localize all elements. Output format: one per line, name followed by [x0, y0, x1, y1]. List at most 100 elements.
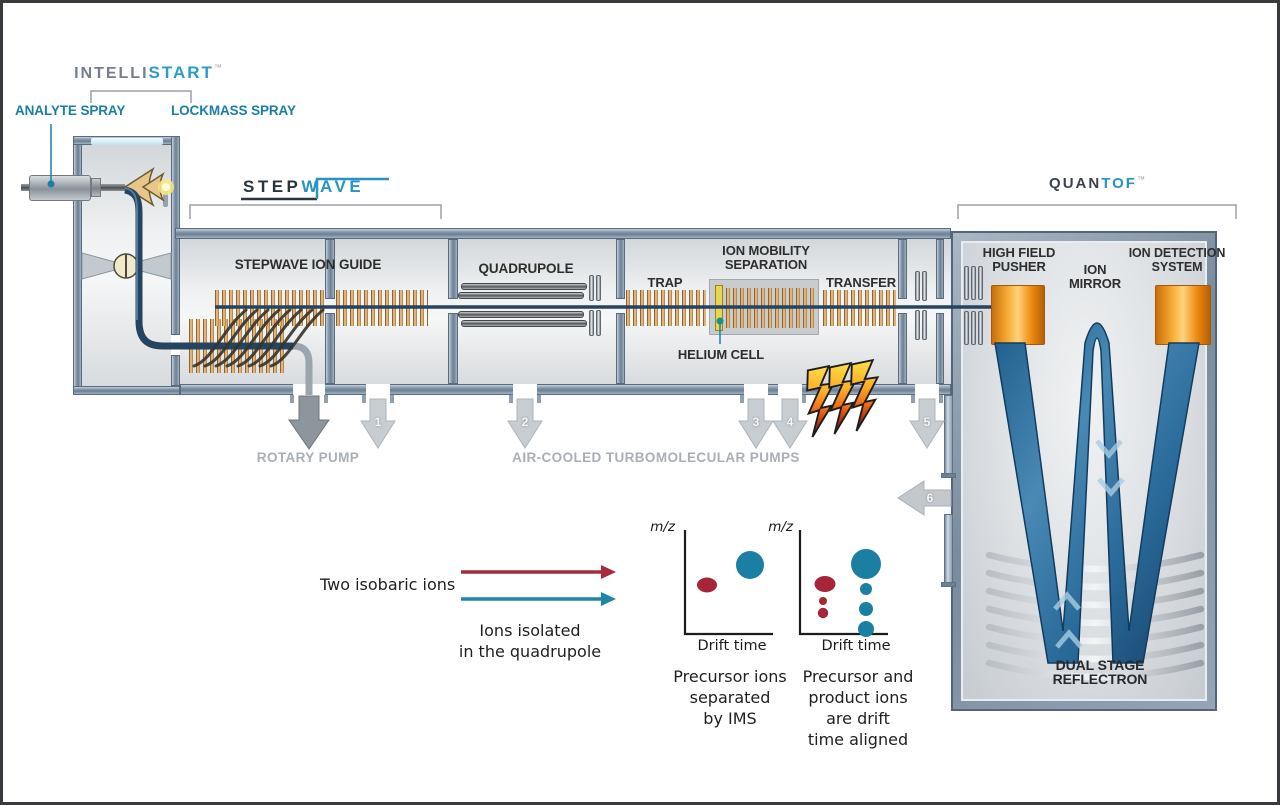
lens-bar: [978, 311, 983, 345]
port-lip: [537, 395, 541, 403]
sample-probe-cylinder: [29, 175, 91, 201]
lens-bar: [922, 310, 927, 340]
ion-mobility-label: ION MOBILITY SEPARATION: [722, 243, 810, 272]
divider-1-top: [325, 239, 335, 299]
divider-4-top: [898, 239, 907, 299]
intellistart-logo: INTELLISTART™: [74, 63, 222, 83]
lens-bar: [915, 310, 920, 340]
product-teal-point: [858, 621, 874, 637]
main-wall-top: [175, 228, 951, 239]
lens-bar: [964, 266, 969, 300]
pump-number-5: 5: [923, 415, 931, 429]
source-vent-slot: [91, 138, 163, 145]
port-lip: [740, 395, 744, 403]
trademark-mark: ™: [1136, 175, 1145, 184]
pump-number-2: 2: [521, 415, 529, 429]
pump-arrow-6: [897, 480, 952, 516]
divider-2-top: [448, 239, 458, 299]
port-3: [744, 384, 768, 395]
lens-bar: [971, 266, 976, 300]
quantof-logo-post: TOF: [1101, 175, 1137, 192]
transfer-label: TRANSFER: [826, 275, 896, 290]
precursor-red-point: [697, 577, 717, 593]
plot-drift-aligned: [798, 530, 888, 637]
quadrupole-rod: [461, 320, 587, 327]
lens-bar: [971, 311, 976, 345]
source-wall-bottom: [73, 386, 180, 395]
divider-1-bottom: [325, 313, 335, 384]
precursor-teal-point: [736, 551, 764, 579]
pump-pipe-lower: [944, 514, 953, 586]
trap-comb: [626, 290, 706, 326]
helium-cell-bar: [715, 285, 723, 331]
ims-comb: [726, 288, 816, 328]
lens-bar: [922, 271, 927, 301]
lens-bar: [596, 275, 601, 301]
ion-detection-label: ION DETECTION SYSTEM: [1128, 246, 1226, 274]
pump-number-1: 1: [374, 415, 382, 429]
quantof-logo-pre: QUAN: [1049, 175, 1102, 192]
drift-time-axis-label: Drift time: [821, 638, 891, 654]
stepwave-logo-pre: STEP: [243, 177, 302, 196]
divider-5-bottom: [936, 313, 944, 384]
lens-bar: [964, 311, 969, 345]
lens-bar: [596, 310, 601, 336]
stepwave-ion-guide-label: STEPWAVE ION GUIDE: [234, 257, 382, 272]
high-field-pusher-block: [991, 285, 1045, 345]
ion-guide-comb-2: [336, 290, 428, 326]
port-lip: [939, 395, 943, 403]
port-lip: [324, 395, 328, 403]
quantof-logo: QUANTOF™: [1049, 175, 1145, 193]
reflectron-label: DUAL STAGE REFLECTRON: [1052, 657, 1148, 687]
precursor-teal-point: [851, 549, 881, 579]
port-lip: [362, 395, 366, 403]
transfer-comb: [823, 290, 896, 326]
quadrupole-label: QUADRUPOLE: [478, 261, 574, 276]
pump-number-3: 3: [752, 415, 760, 429]
intellistart-logo-post: START: [148, 63, 214, 82]
lens-bar: [589, 275, 594, 301]
lockmass-spray-label: LOCKMASS SPRAY: [171, 103, 296, 118]
mz-axis-label: m/z: [650, 519, 675, 535]
port-rotary: [293, 384, 325, 395]
source-wall-right-lower: [171, 355, 180, 386]
stepwave-bracket: [189, 204, 442, 219]
lens-bar: [589, 310, 594, 336]
mz-axis-label: m/z: [768, 519, 793, 535]
ion-mirror-label: ION MIRROR: [1068, 262, 1122, 291]
sample-probe-flange: [91, 178, 101, 197]
drift-time-axis-label: Drift time: [697, 638, 767, 654]
plot-ims-separation: [683, 530, 773, 636]
turbo-pumps-label: AIR-COOLED TURBOMOLECULAR PUMPS: [512, 450, 800, 465]
port-1: [366, 384, 390, 395]
lens-bar: [978, 266, 983, 300]
intellistart-bracket: [90, 90, 192, 103]
product-teal-point: [859, 602, 873, 616]
high-field-pusher-label: HIGH FIELD PUSHER: [982, 245, 1056, 274]
port-lip: [290, 395, 294, 403]
isobaric-red-arrow: [461, 565, 616, 579]
stepwave-logo-post: WAVE: [301, 177, 365, 196]
stepwave-lower-comb: [189, 319, 285, 373]
two-isobaric-ions-label: Two isobaric ions: [320, 575, 456, 594]
pump-number-6: 6: [926, 491, 934, 505]
pump-pipe-cap: [941, 582, 956, 587]
port-2: [513, 384, 537, 395]
divider-5-top: [936, 239, 944, 299]
plot-right-caption: Precursor and product ions are drift tim…: [802, 667, 914, 749]
precursor-red-point: [814, 576, 836, 592]
quadrupole-rod: [461, 283, 587, 290]
rotary-pump-arrow: [288, 395, 330, 450]
source-door-handle: [163, 183, 168, 207]
trap-label: TRAP: [647, 275, 683, 290]
stepwave-logo: STEPWAVE: [243, 177, 364, 197]
product-red-point: [819, 597, 827, 605]
quadrupole-rod: [458, 311, 584, 318]
port-lip: [509, 395, 513, 403]
analyte-spray-label: ANALYTE SPRAY: [15, 103, 126, 118]
port-lip: [390, 395, 394, 403]
stepwave-upper-comb: [215, 290, 325, 326]
port-lip: [802, 395, 806, 403]
port-4: [778, 384, 802, 395]
